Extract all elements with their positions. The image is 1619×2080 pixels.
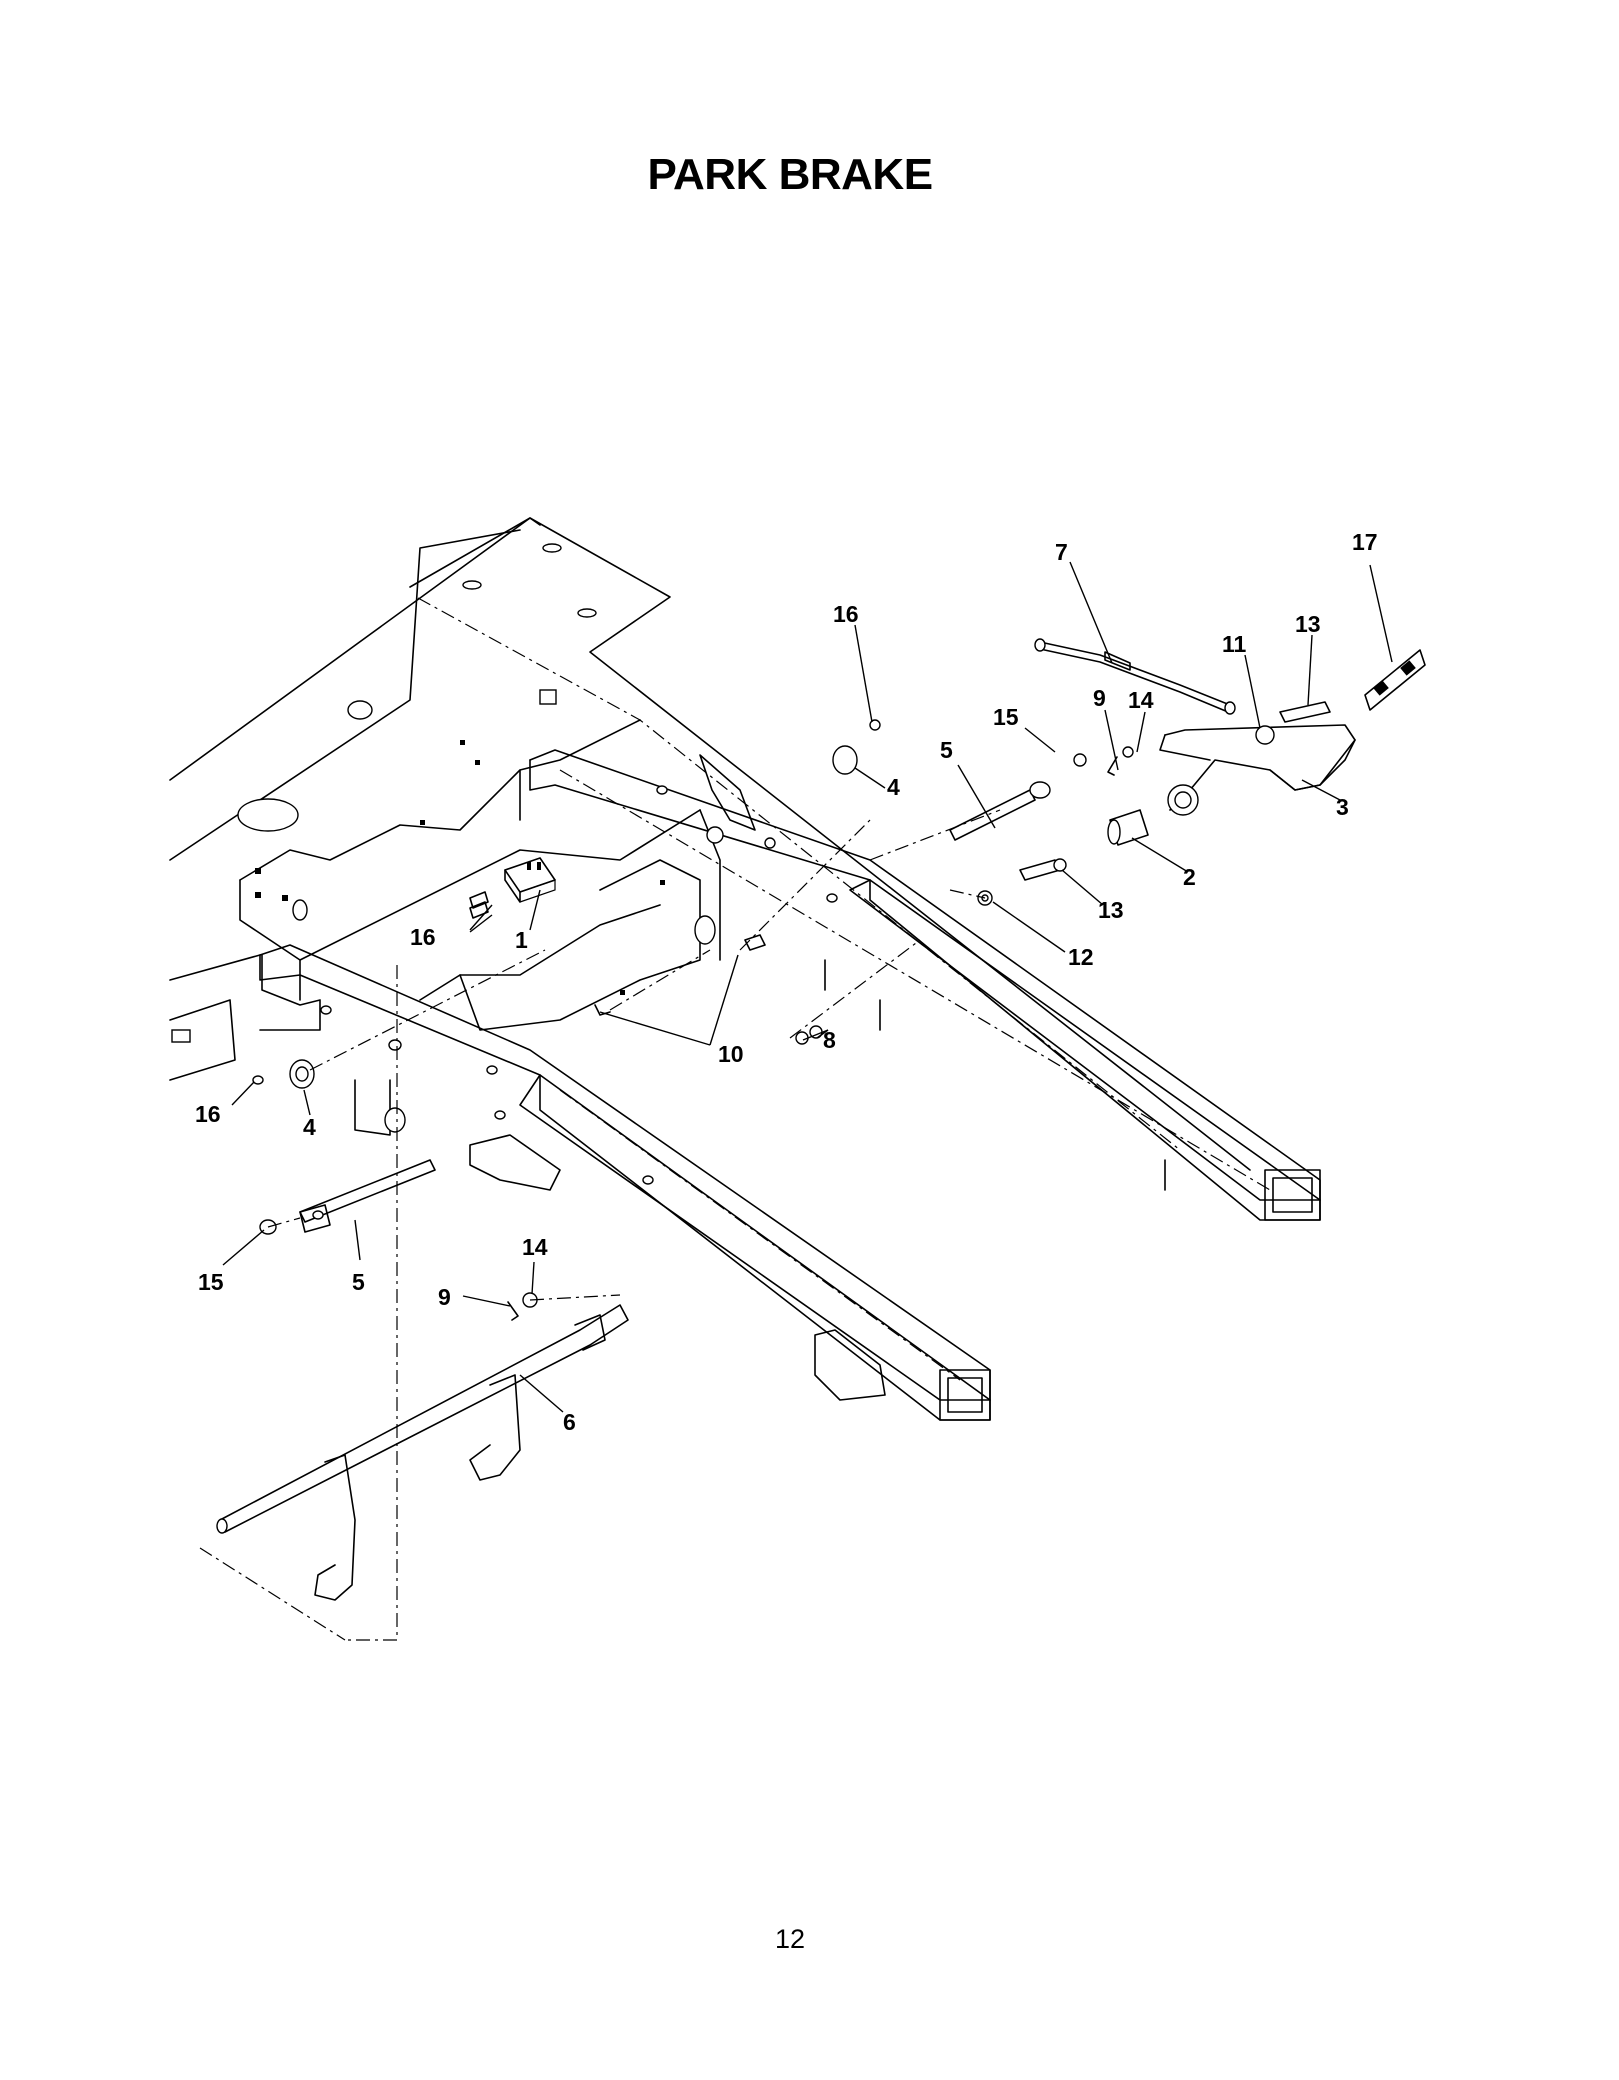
callout-16: 16 [833,601,859,627]
callout-8: 8 [823,1027,836,1053]
page-title: PARK BRAKE [647,150,933,199]
callouts: 17 7 16 13 11 9 14 15 5 4 3 2 13 12 16 1… [195,529,1378,1435]
callout-3: 3 [1336,794,1349,820]
frame-side-plates [239,719,721,1031]
callout-5: 5 [940,737,953,763]
callout-15-left: 15 [198,1269,224,1295]
page-number: 12 [774,1924,806,1954]
left-frame-rail [169,944,991,1421]
hardware-left [252,891,546,1641]
brake-switch [504,857,556,903]
callout-16-left: 16 [195,1101,221,1127]
callout-15: 15 [993,704,1019,730]
callout-11: 11 [1222,631,1247,657]
decal [1364,649,1426,711]
callout-13-lower: 13 [1098,897,1124,923]
callout-14-lower: 14 [522,1234,548,1260]
callout-17: 17 [1352,529,1378,555]
callout-9: 9 [1093,685,1106,711]
brake-pedal-shaft [199,1292,629,1641]
brake-arm [1159,724,1356,816]
callout-14: 14 [1128,687,1154,713]
callout-1: 1 [515,927,528,953]
leader-lines [222,561,1393,1413]
callout-2: 2 [1183,864,1196,890]
callout-9-lower: 9 [438,1284,451,1310]
callout-5-left: 5 [352,1269,365,1295]
callout-12: 12 [1068,944,1094,970]
callout-13: 13 [1295,611,1321,637]
callout-4-left: 4 [303,1114,316,1140]
callout-6: 6 [563,1409,576,1435]
callout-7: 7 [1055,539,1068,565]
hardware-right [594,701,1331,1045]
callout-16-switch: 16 [410,924,436,950]
callout-4: 4 [887,774,900,800]
right-frame-rail [529,749,1321,1221]
brake-rod [1034,638,1236,715]
callout-10: 10 [718,1041,744,1067]
deck-plate [169,517,1251,1171]
